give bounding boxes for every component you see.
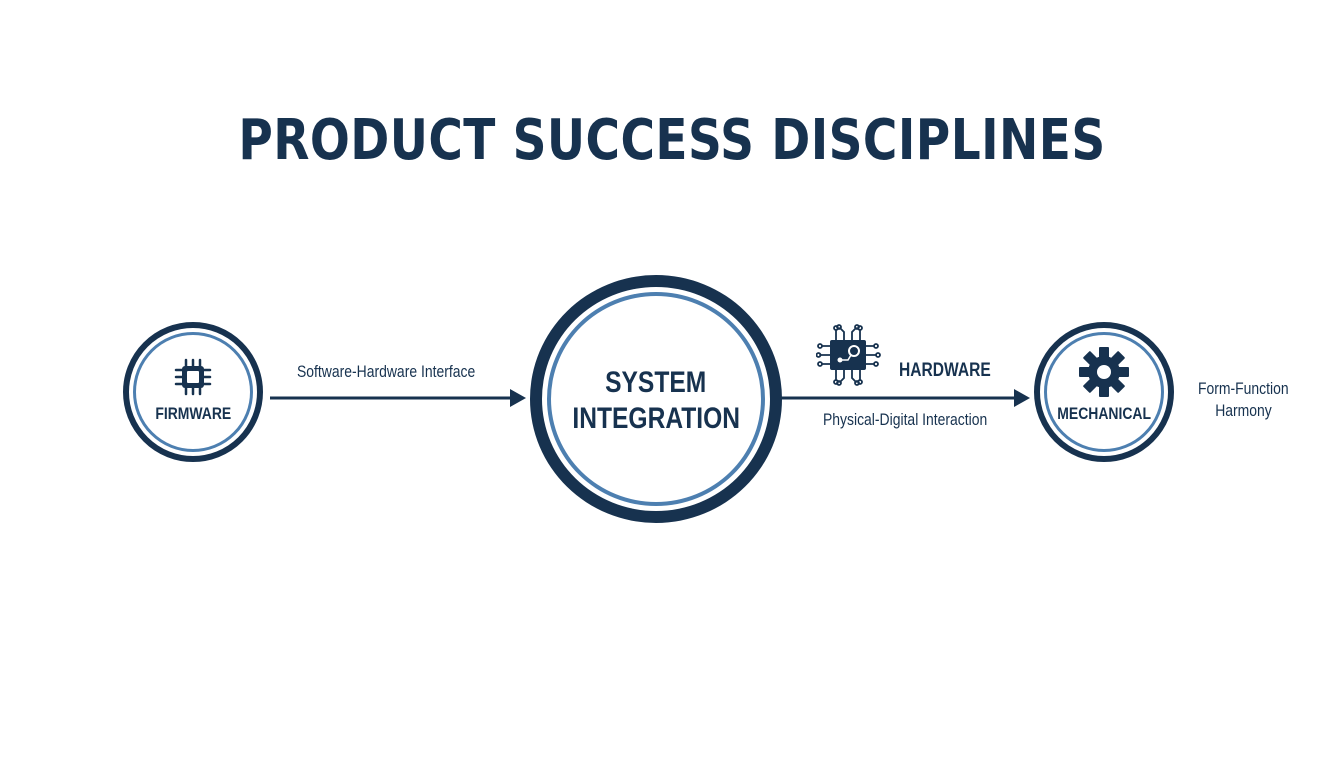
firmware-node-ring	[133, 332, 253, 452]
page-title: PRODUCT SUCCESS DISCIPLINES	[238, 108, 1106, 173]
edge-label-software-hardware: Software-Hardware Interface	[297, 362, 476, 381]
edge-label-physical-digital: Physical-Digital Interaction	[823, 410, 988, 429]
mechanical-node-ring	[1044, 332, 1164, 452]
arrow-system-to-mechanical	[778, 389, 1030, 407]
system-integration-label: SYSTEM INTEGRATION	[572, 366, 740, 435]
system-integration-ring	[547, 292, 765, 506]
mechanical-annotation: Form-Function Harmony	[1197, 379, 1289, 420]
firmware-node: FIRMWARE	[123, 322, 263, 462]
system-integration-node: SYSTEM INTEGRATION	[530, 275, 782, 523]
microchip-icon	[174, 358, 212, 396]
mechanical-label: MECHANICAL	[1057, 404, 1151, 423]
circuit-board-icon	[816, 324, 881, 386]
firmware-label: FIRMWARE	[155, 404, 231, 423]
mechanical-node: MECHANICAL	[1034, 322, 1174, 462]
gear-icon	[1079, 347, 1129, 397]
hardware-label: HARDWARE	[899, 360, 991, 381]
arrow-firmware-to-system	[270, 389, 526, 407]
